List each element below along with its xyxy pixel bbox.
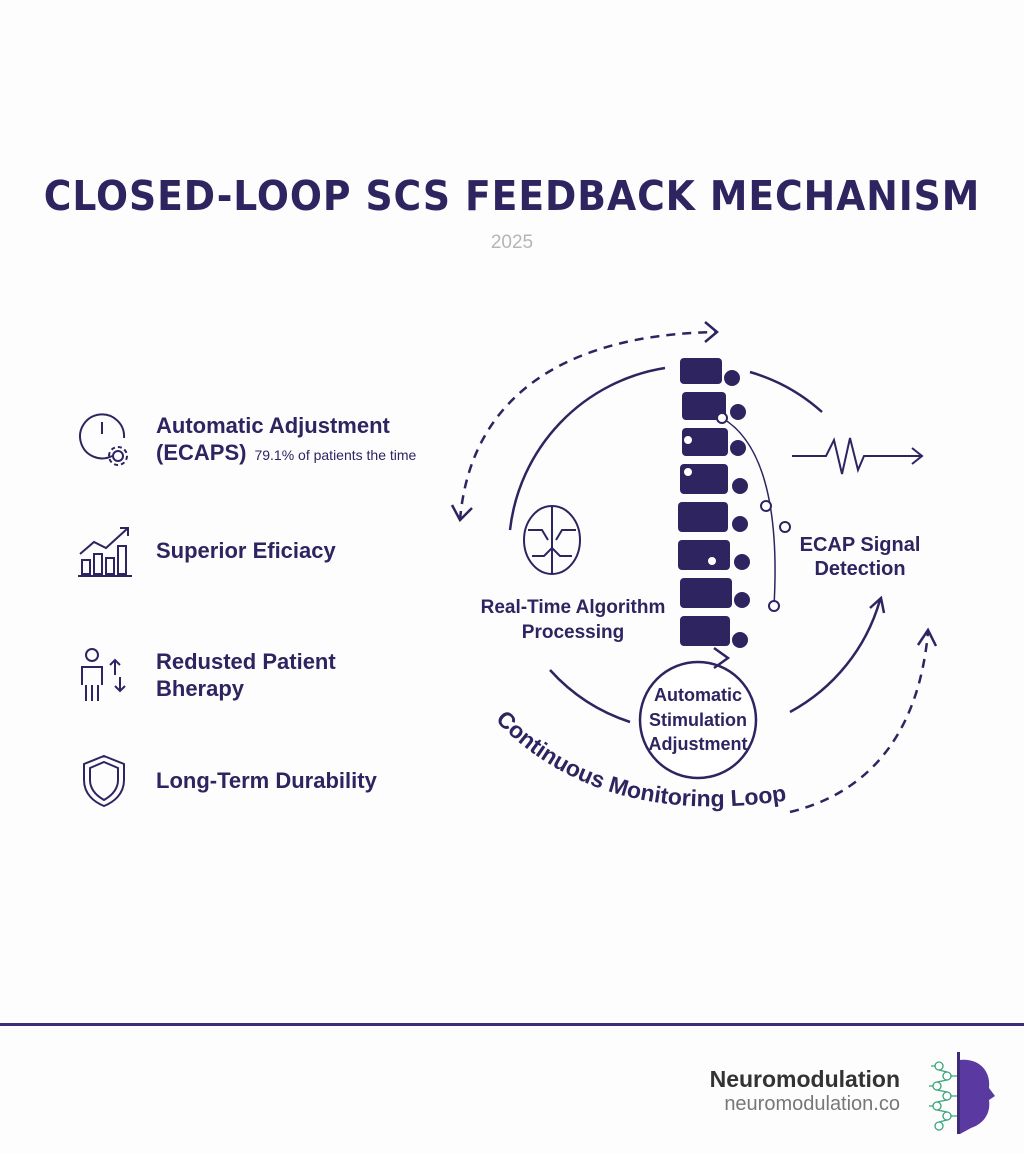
footer-divider <box>0 1023 1024 1026</box>
stim-label-3: Adjustment <box>649 734 748 754</box>
spine-icon <box>678 358 750 648</box>
feature-automatic-adjustment: Automatic Adjustment (ECAPS) 79.1% of pat… <box>74 410 416 470</box>
brand-logo <box>929 1052 995 1134</box>
arrow-head-left <box>450 504 473 523</box>
loop-arc-right <box>789 599 882 714</box>
arrow-head-bottom <box>916 627 938 647</box>
feature-note: 79.1% of patients the time <box>254 446 417 463</box>
brand-name: Neuromodulation <box>709 1066 900 1092</box>
year-subtitle: 2025 <box>490 232 534 253</box>
feature-label: Long-Term Durability <box>156 767 377 793</box>
loop-arc-left <box>549 669 631 724</box>
brand-block[interactable]: Neuromodulation neuromodulation.co <box>710 1066 900 1116</box>
feature-long-term-durability: Long-Term Durability <box>74 750 377 810</box>
page-title: CLOSED-LOOP SCS FEEDBACK MECHANISM <box>43 172 981 220</box>
algorithm-label-2: Processing <box>522 622 624 643</box>
ecap-arrow-head <box>911 447 924 465</box>
brand-url[interactable]: neuromodulation.co <box>724 1093 900 1115</box>
feature-label: Automatic Adjustment <box>156 412 390 438</box>
brain-icon <box>523 505 581 575</box>
feature-label: Redusted Patient <box>156 649 336 674</box>
person-arrows-icon <box>81 648 126 701</box>
ecap-label-2: Detection <box>814 558 905 580</box>
clock-gear-icon <box>79 413 128 466</box>
ecap-waveform-icon <box>792 437 922 475</box>
stim-label-2: Stimulation <box>649 710 747 730</box>
electrode-lead <box>721 417 776 607</box>
ecap-label: ECAP Signal <box>800 534 921 556</box>
feature-label: Superior Eficiacy <box>156 537 336 563</box>
feedback-loop-diagram: Real-Time Algorithm Processing ECAP Sign… <box>450 321 938 814</box>
electrode-contacts <box>682 412 791 612</box>
loop-arc-top-right <box>749 370 823 413</box>
arrow-head-stim <box>713 646 731 670</box>
feature-superior-efficacy: Superior Eficiacy <box>74 520 336 580</box>
stimulation-node <box>638 660 758 780</box>
dashed-arc-bottom <box>789 631 930 814</box>
arrow-head-right <box>869 595 886 614</box>
feature-label-2: Bherapy <box>156 676 245 701</box>
loop-arc-top-left <box>508 366 666 531</box>
arrow-head-top <box>704 321 719 343</box>
algorithm-label: Real-Time Algorithm <box>481 597 666 618</box>
feature-label-2: (ECAPS) <box>156 439 247 465</box>
shield-icon <box>83 754 125 808</box>
stim-label: Automatic <box>654 685 742 705</box>
dashed-arc-top <box>458 330 716 521</box>
bar-chart-growth-icon <box>78 527 132 577</box>
